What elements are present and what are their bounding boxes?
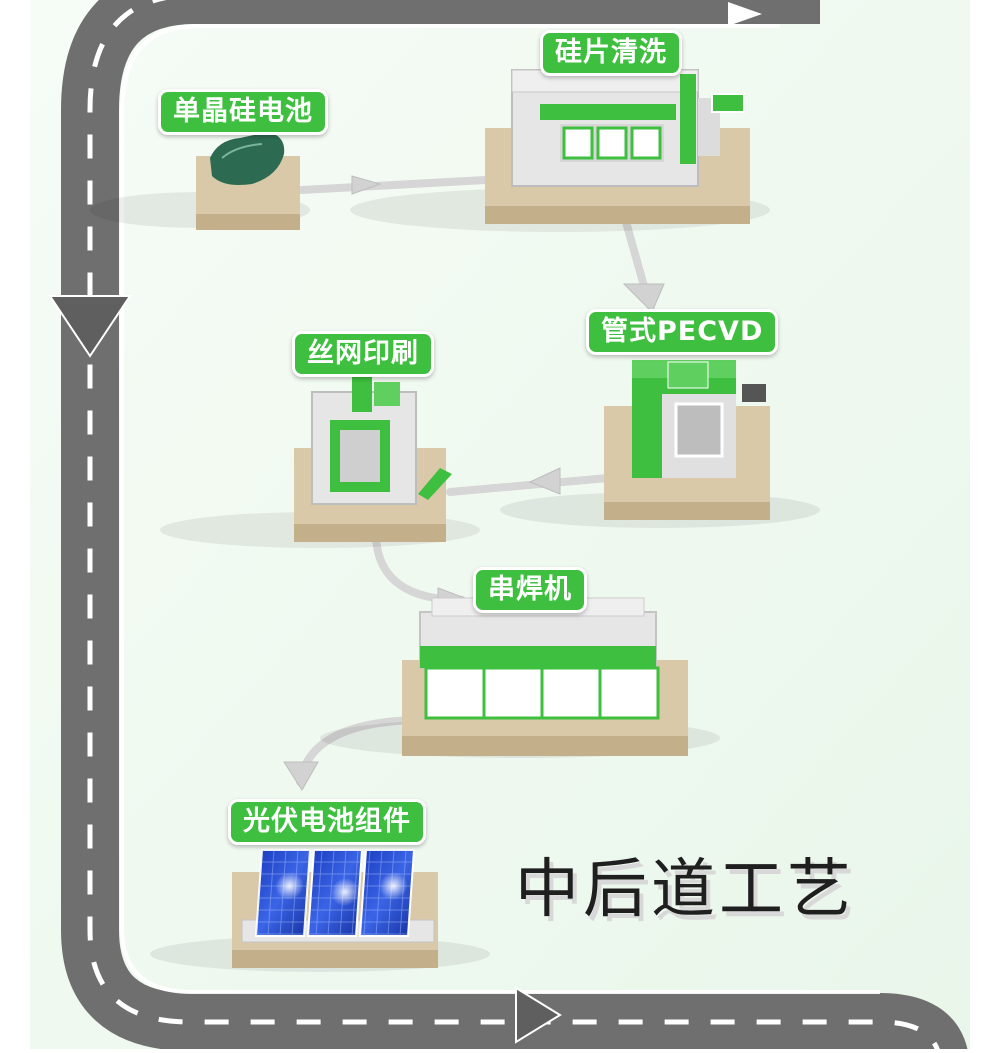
page-title: 中后道工艺 bbox=[515, 853, 855, 927]
station-monocrystalline-silicon bbox=[90, 132, 310, 230]
road-loop bbox=[61, 0, 969, 1053]
label-stringer: 串焊机 bbox=[473, 567, 587, 613]
label-tube-pecvd: 管式PECVD bbox=[586, 309, 779, 355]
station-screen-printing bbox=[160, 372, 480, 548]
label-screen-printing: 丝网印刷 bbox=[292, 331, 434, 377]
label-pv-module: 光伏电池组件 bbox=[228, 799, 426, 845]
station-tube-pecvd bbox=[500, 360, 820, 528]
label-wafer-cleaning: 硅片清洗 bbox=[540, 30, 682, 76]
road-arrow-icon bbox=[728, 2, 762, 26]
road-arrow-icon bbox=[48, 295, 132, 358]
road-arrow-icon bbox=[515, 986, 562, 1044]
station-pv-module bbox=[150, 849, 490, 972]
label-monocrystalline-silicon: 单晶硅电池 bbox=[158, 89, 328, 135]
